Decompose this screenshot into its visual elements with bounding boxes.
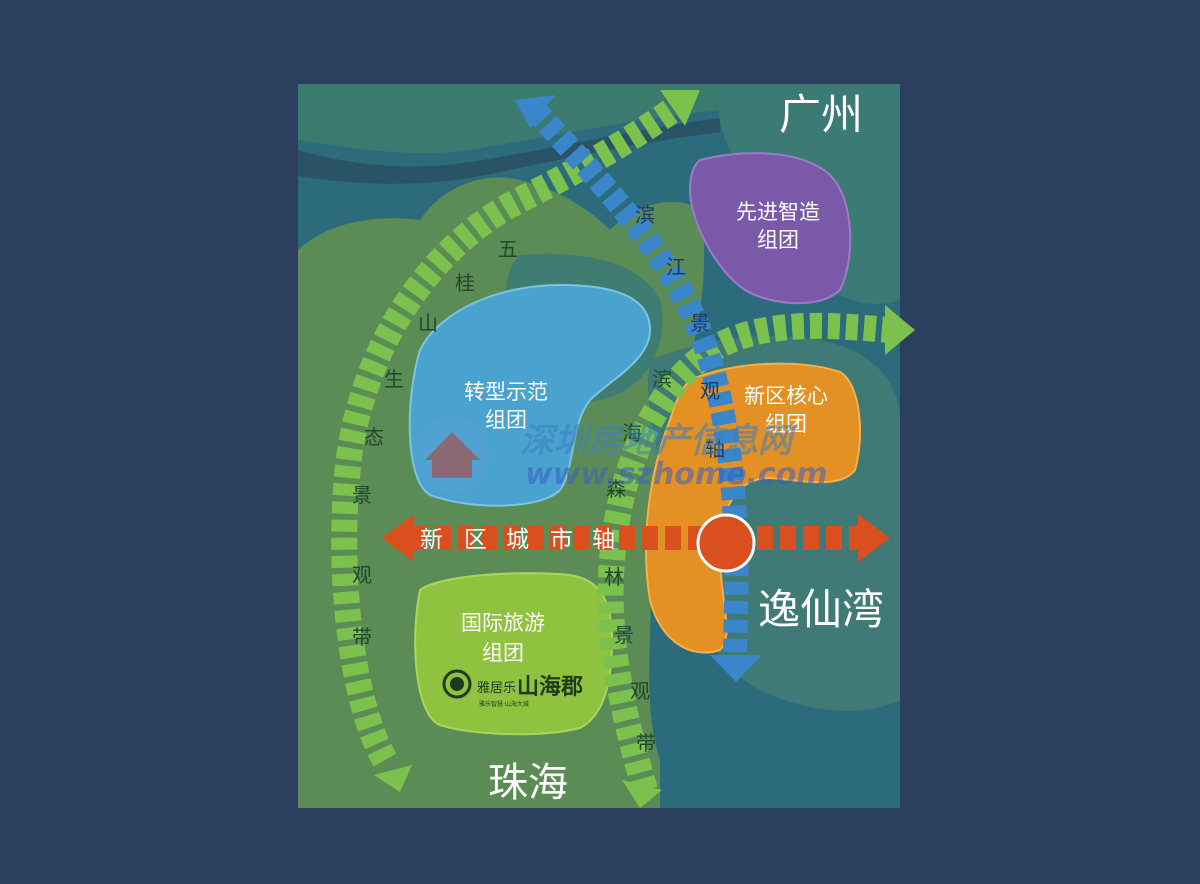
axis-riverside-char: 轴	[705, 437, 725, 461]
belt-coastal-arrow-right	[885, 305, 915, 355]
axis-riverside-arrow-bottom	[710, 655, 762, 682]
belt-guishan-char: 带	[352, 625, 372, 649]
belt-coastal-char: 滨	[652, 367, 672, 391]
zone-advanced-manufacturing	[688, 152, 852, 305]
project-logo: 雅居乐 山海郡 雅乐智慧·山海大城	[442, 669, 583, 708]
zone-label-international-tourism-line1: 国际旅游	[461, 611, 545, 635]
watermark-house-icon	[425, 432, 480, 478]
belt-guishan-char: 五	[498, 237, 518, 261]
belt-coastal-char: 林	[604, 565, 624, 589]
belt-coastal-arrow-bottom	[622, 780, 662, 808]
axis-city-arrow-right	[858, 514, 890, 562]
axis-city-labels: 新 区 城 市 轴	[420, 527, 615, 553]
project-logo-ring-icon	[442, 669, 472, 699]
core-marker	[696, 513, 756, 573]
zone-label-advanced-manufacturing-line2: 组团	[757, 228, 799, 252]
axis-city-char: 市	[550, 527, 573, 553]
zone-label-new-district-core-line1: 新区核心	[744, 384, 828, 408]
axis-riverside-labels: 滨 江 景 观 轴	[635, 203, 725, 461]
axis-riverside-char: 景	[690, 311, 710, 335]
zone-label-new-district-core-line2: 组团	[765, 412, 807, 436]
axis-city-arrow-left	[382, 514, 414, 562]
axis-riverside-char: 观	[700, 379, 720, 403]
belt-guishan-char: 生	[384, 367, 404, 391]
belt-guishan-char: 观	[352, 563, 372, 587]
watermark: 深圳房地产信息网 www.szhome.com	[414, 417, 828, 493]
project-logo-dot-icon	[450, 677, 464, 691]
axis-city-char: 城	[506, 527, 529, 553]
axis-riverside-line	[526, 101, 749, 661]
project-logo-tagline: 雅乐智慧·山海大城	[479, 700, 529, 708]
belt-guishan-labels: 五 桂 山 生 态 景 观 带	[352, 237, 518, 649]
place-guangzhou: 广州	[779, 90, 863, 139]
place-zhuhai: 珠海	[488, 760, 568, 806]
belt-coastal-char: 观	[630, 679, 650, 703]
river-channel	[298, 118, 720, 184]
belt-guishan-arrow-bottom	[374, 765, 412, 792]
belt-guishan-char: 山	[418, 311, 438, 335]
axis-city-char: 新	[420, 527, 443, 553]
watermark-site-url: www.szhome.com	[525, 457, 828, 492]
belt-guishan-char: 态	[364, 425, 384, 449]
axis-riverside-char: 江	[666, 255, 686, 279]
belt-coastal-char: 带	[636, 731, 656, 755]
land-top-strip	[298, 84, 720, 154]
belt-guishan-arrow-top	[660, 90, 700, 126]
zone-label-international-tourism-line2: 组团	[482, 641, 524, 665]
place-yixianwan: 逸仙湾	[758, 585, 884, 634]
axis-city-char: 轴	[592, 527, 615, 553]
zone-label-transformation-demo-line1: 转型示范	[464, 380, 548, 404]
belt-coastal-labels: 滨 海 森 林 景 观 带	[604, 367, 672, 755]
belt-coastal-char: 森	[606, 477, 626, 501]
belt-coastal-char: 海	[622, 421, 642, 445]
project-logo-name: 山海郡	[517, 674, 583, 700]
zone-label-transformation-demo-line2: 组团	[485, 408, 527, 432]
project-logo-brand: 雅居乐	[477, 681, 516, 696]
belt-guishan-char: 景	[352, 483, 372, 507]
belt-guishan-char: 桂	[455, 271, 475, 295]
zone-label-advanced-manufacturing-line1: 先进智造	[736, 200, 820, 224]
belt-coastal-char: 景	[614, 623, 634, 647]
belt-guishan-arc	[331, 94, 688, 767]
axis-riverside-arrow-top	[515, 95, 555, 128]
axis-city-char: 区	[464, 527, 487, 553]
watermark-site-cn: 深圳房地产信息网	[520, 421, 797, 461]
axis-riverside-char: 滨	[635, 203, 655, 227]
belt-coastal-arc	[597, 312, 892, 794]
